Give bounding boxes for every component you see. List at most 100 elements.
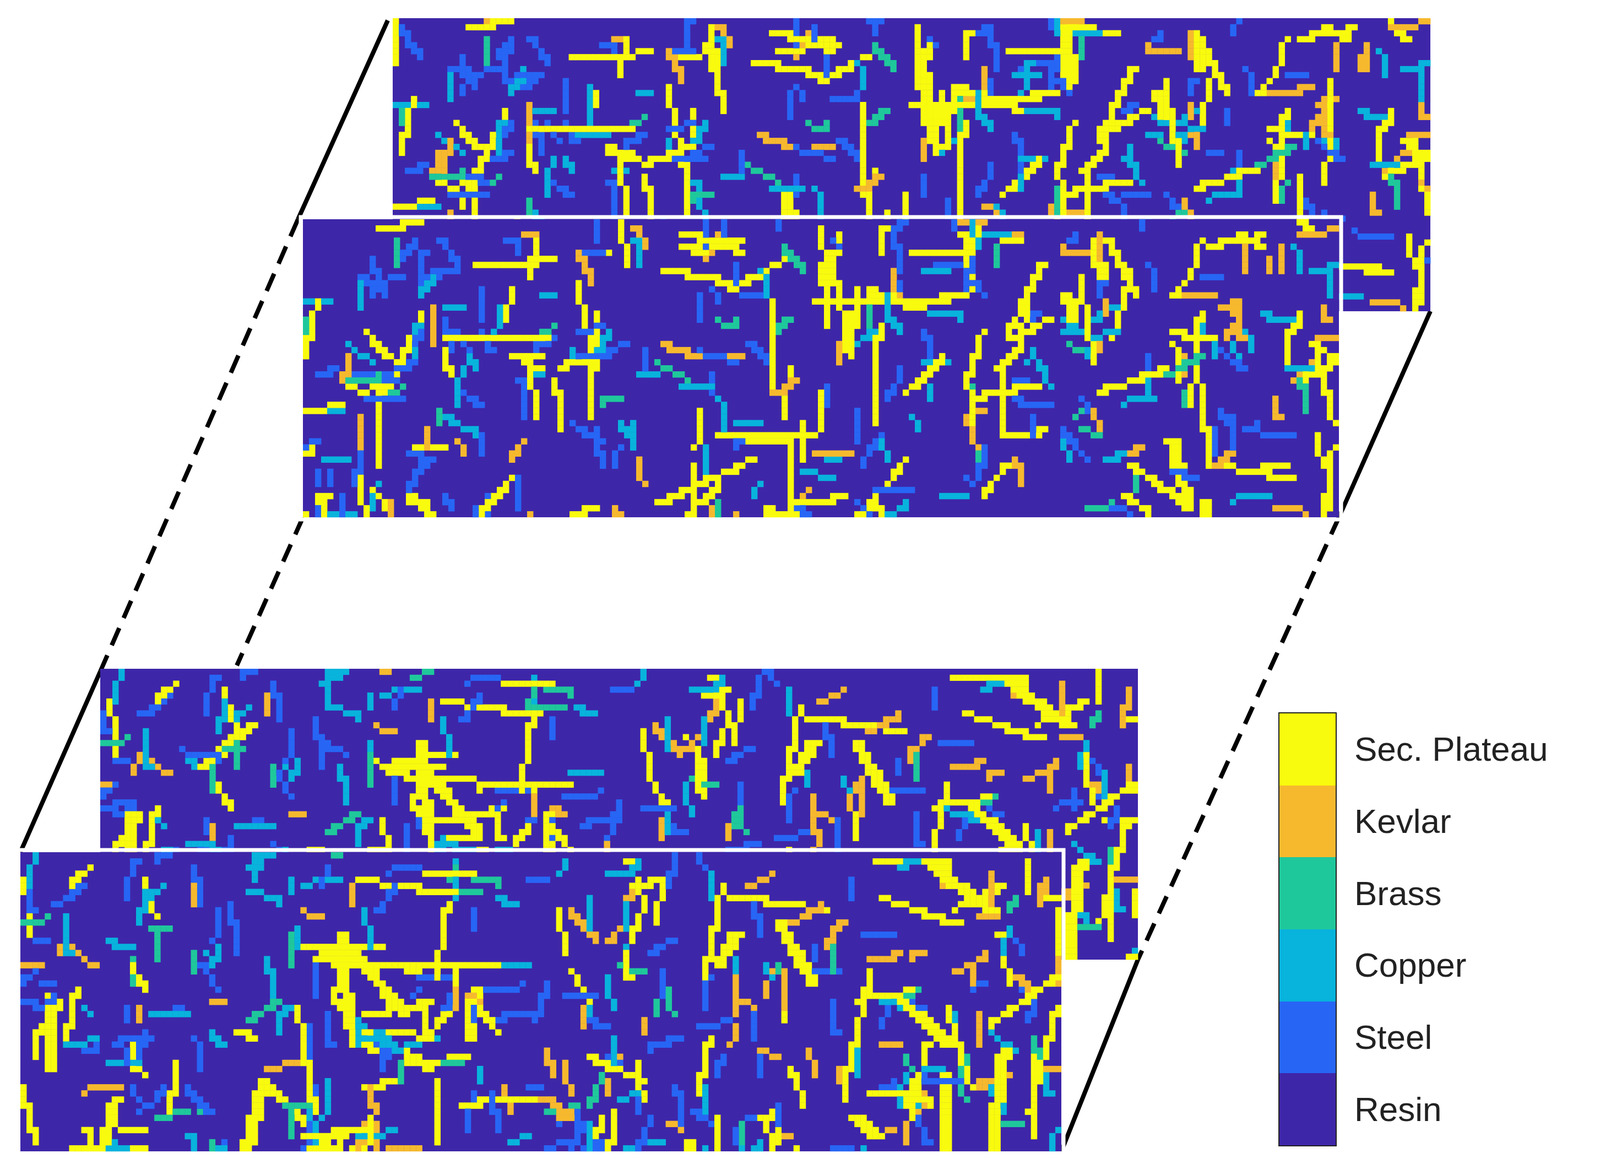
- fiber-pixel: [1199, 66, 1206, 73]
- fiber-pixel: [1066, 191, 1073, 198]
- fiber-pixel: [1163, 114, 1170, 121]
- fiber-pixel: [465, 72, 472, 79]
- fiber-pixel: [902, 209, 909, 216]
- solid-line: [1061, 959, 1138, 1152]
- fiber-pixel: [920, 185, 927, 192]
- fiber-pixel: [489, 179, 496, 186]
- fiber-pixel: [957, 95, 964, 102]
- fiber-pixel: [441, 137, 448, 144]
- fiber-pixel: [507, 36, 514, 43]
- fiber-pixel: [1090, 161, 1097, 168]
- dashed-line: [100, 219, 298, 672]
- fiber-pixel: [471, 24, 478, 31]
- fiber-pixel: [1309, 209, 1316, 216]
- fiber-pixel: [495, 137, 502, 144]
- fiber-pixel: [1363, 114, 1370, 121]
- fiber-pixel: [1406, 239, 1413, 246]
- fiber-pixel: [871, 30, 878, 37]
- fiber-pixel: [684, 197, 691, 204]
- fiber-pixel: [447, 185, 454, 192]
- fiber-pixel: [1078, 47, 1085, 54]
- fiber-pixel: [1048, 18, 1055, 25]
- fiber-pixel: [720, 53, 727, 61]
- fiber-pixel: [507, 47, 514, 54]
- fiber-pixel: [1321, 30, 1328, 37]
- fiber-pixel: [877, 173, 884, 180]
- fiber-pixel: [489, 143, 496, 150]
- fiber-pixel: [793, 185, 800, 192]
- fiber-pixel: [780, 66, 788, 73]
- fiber-pixel: [1175, 137, 1182, 144]
- fiber-pixel: [1060, 143, 1067, 150]
- fiber-pixel: [617, 167, 624, 174]
- fiber-pixel: [859, 125, 866, 132]
- fiber-pixel: [471, 78, 478, 85]
- fiber-pixel: [1424, 191, 1431, 198]
- fiber-pixel: [435, 167, 442, 174]
- fiber-pixel: [477, 72, 484, 79]
- fiber-pixel: [1126, 101, 1133, 108]
- fiber-pixel: [690, 143, 697, 150]
- fiber-pixel: [1406, 251, 1413, 258]
- fiber-pixel: [1078, 167, 1085, 174]
- fiber-pixel: [1394, 179, 1401, 186]
- fiber-pixel: [392, 18, 399, 25]
- fiber-pixel: [471, 83, 478, 90]
- fiber-pixel: [1327, 114, 1334, 121]
- fiber-pixel: [1297, 89, 1304, 96]
- fiber-pixel: [823, 66, 830, 73]
- fiber-pixel: [702, 209, 709, 216]
- fiber-pixel: [1181, 203, 1188, 210]
- fiber-pixel: [1072, 120, 1079, 127]
- fiber-pixel: [1321, 125, 1328, 132]
- fiber-pixel: [1278, 173, 1285, 180]
- fiber-pixel: [933, 131, 940, 138]
- fiber-pixel: [787, 203, 794, 210]
- fiber-pixel: [957, 179, 964, 186]
- fiber-pixel: [1108, 114, 1115, 121]
- fiber-pixel: [1375, 137, 1382, 144]
- fiber-pixel: [410, 101, 417, 108]
- fiber-pixel: [1084, 161, 1091, 168]
- fiber-pixel: [847, 95, 854, 102]
- fiber-pixel: [665, 143, 672, 150]
- fiber-pixel: [647, 185, 654, 192]
- fiber-pixel: [1284, 107, 1292, 115]
- fiber-pixel: [926, 95, 934, 102]
- fiber-pixel: [684, 191, 691, 198]
- fiber-pixel: [647, 197, 654, 204]
- fiber-pixel: [708, 24, 715, 31]
- fiber-pixel: [1297, 173, 1304, 180]
- fiber-pixel: [471, 143, 478, 150]
- fiber-pixel: [544, 60, 551, 67]
- fiber-pixel: [1090, 24, 1097, 31]
- fiber-pixel: [507, 18, 514, 25]
- fiber-pixel: [1072, 191, 1079, 198]
- fiber-pixel: [605, 53, 612, 61]
- fiber-pixel: [477, 24, 484, 31]
- fiber-pixel: [853, 95, 860, 102]
- fiber-pixel: [1169, 203, 1176, 210]
- fiber-pixel: [1199, 47, 1206, 54]
- fiber-pixel: [939, 143, 946, 150]
- fiber-pixel: [1108, 30, 1115, 37]
- fiber-pixel: [605, 143, 612, 150]
- fiber-pixel: [835, 66, 842, 73]
- fiber-pixel: [525, 131, 533, 138]
- fiber-pixel: [1029, 167, 1037, 174]
- fiber-pixel: [1327, 143, 1334, 150]
- fiber-pixel: [1394, 299, 1401, 306]
- fiber-pixel: [1048, 72, 1055, 79]
- fiber-pixel: [483, 179, 490, 186]
- fiber-pixel: [1066, 125, 1073, 132]
- fiber-pixel: [447, 89, 454, 96]
- fiber-pixel: [483, 47, 490, 54]
- fiber-pixel: [1321, 209, 1328, 216]
- fiber-pixel: [1235, 179, 1242, 186]
- fiber-pixel: [562, 185, 569, 192]
- fiber-pixel: [1284, 149, 1292, 156]
- fiber-pixel: [1369, 203, 1376, 210]
- fiber-pixel: [1303, 72, 1310, 79]
- fiber-pixel: [1187, 36, 1194, 43]
- fiber-pixel: [1126, 143, 1133, 150]
